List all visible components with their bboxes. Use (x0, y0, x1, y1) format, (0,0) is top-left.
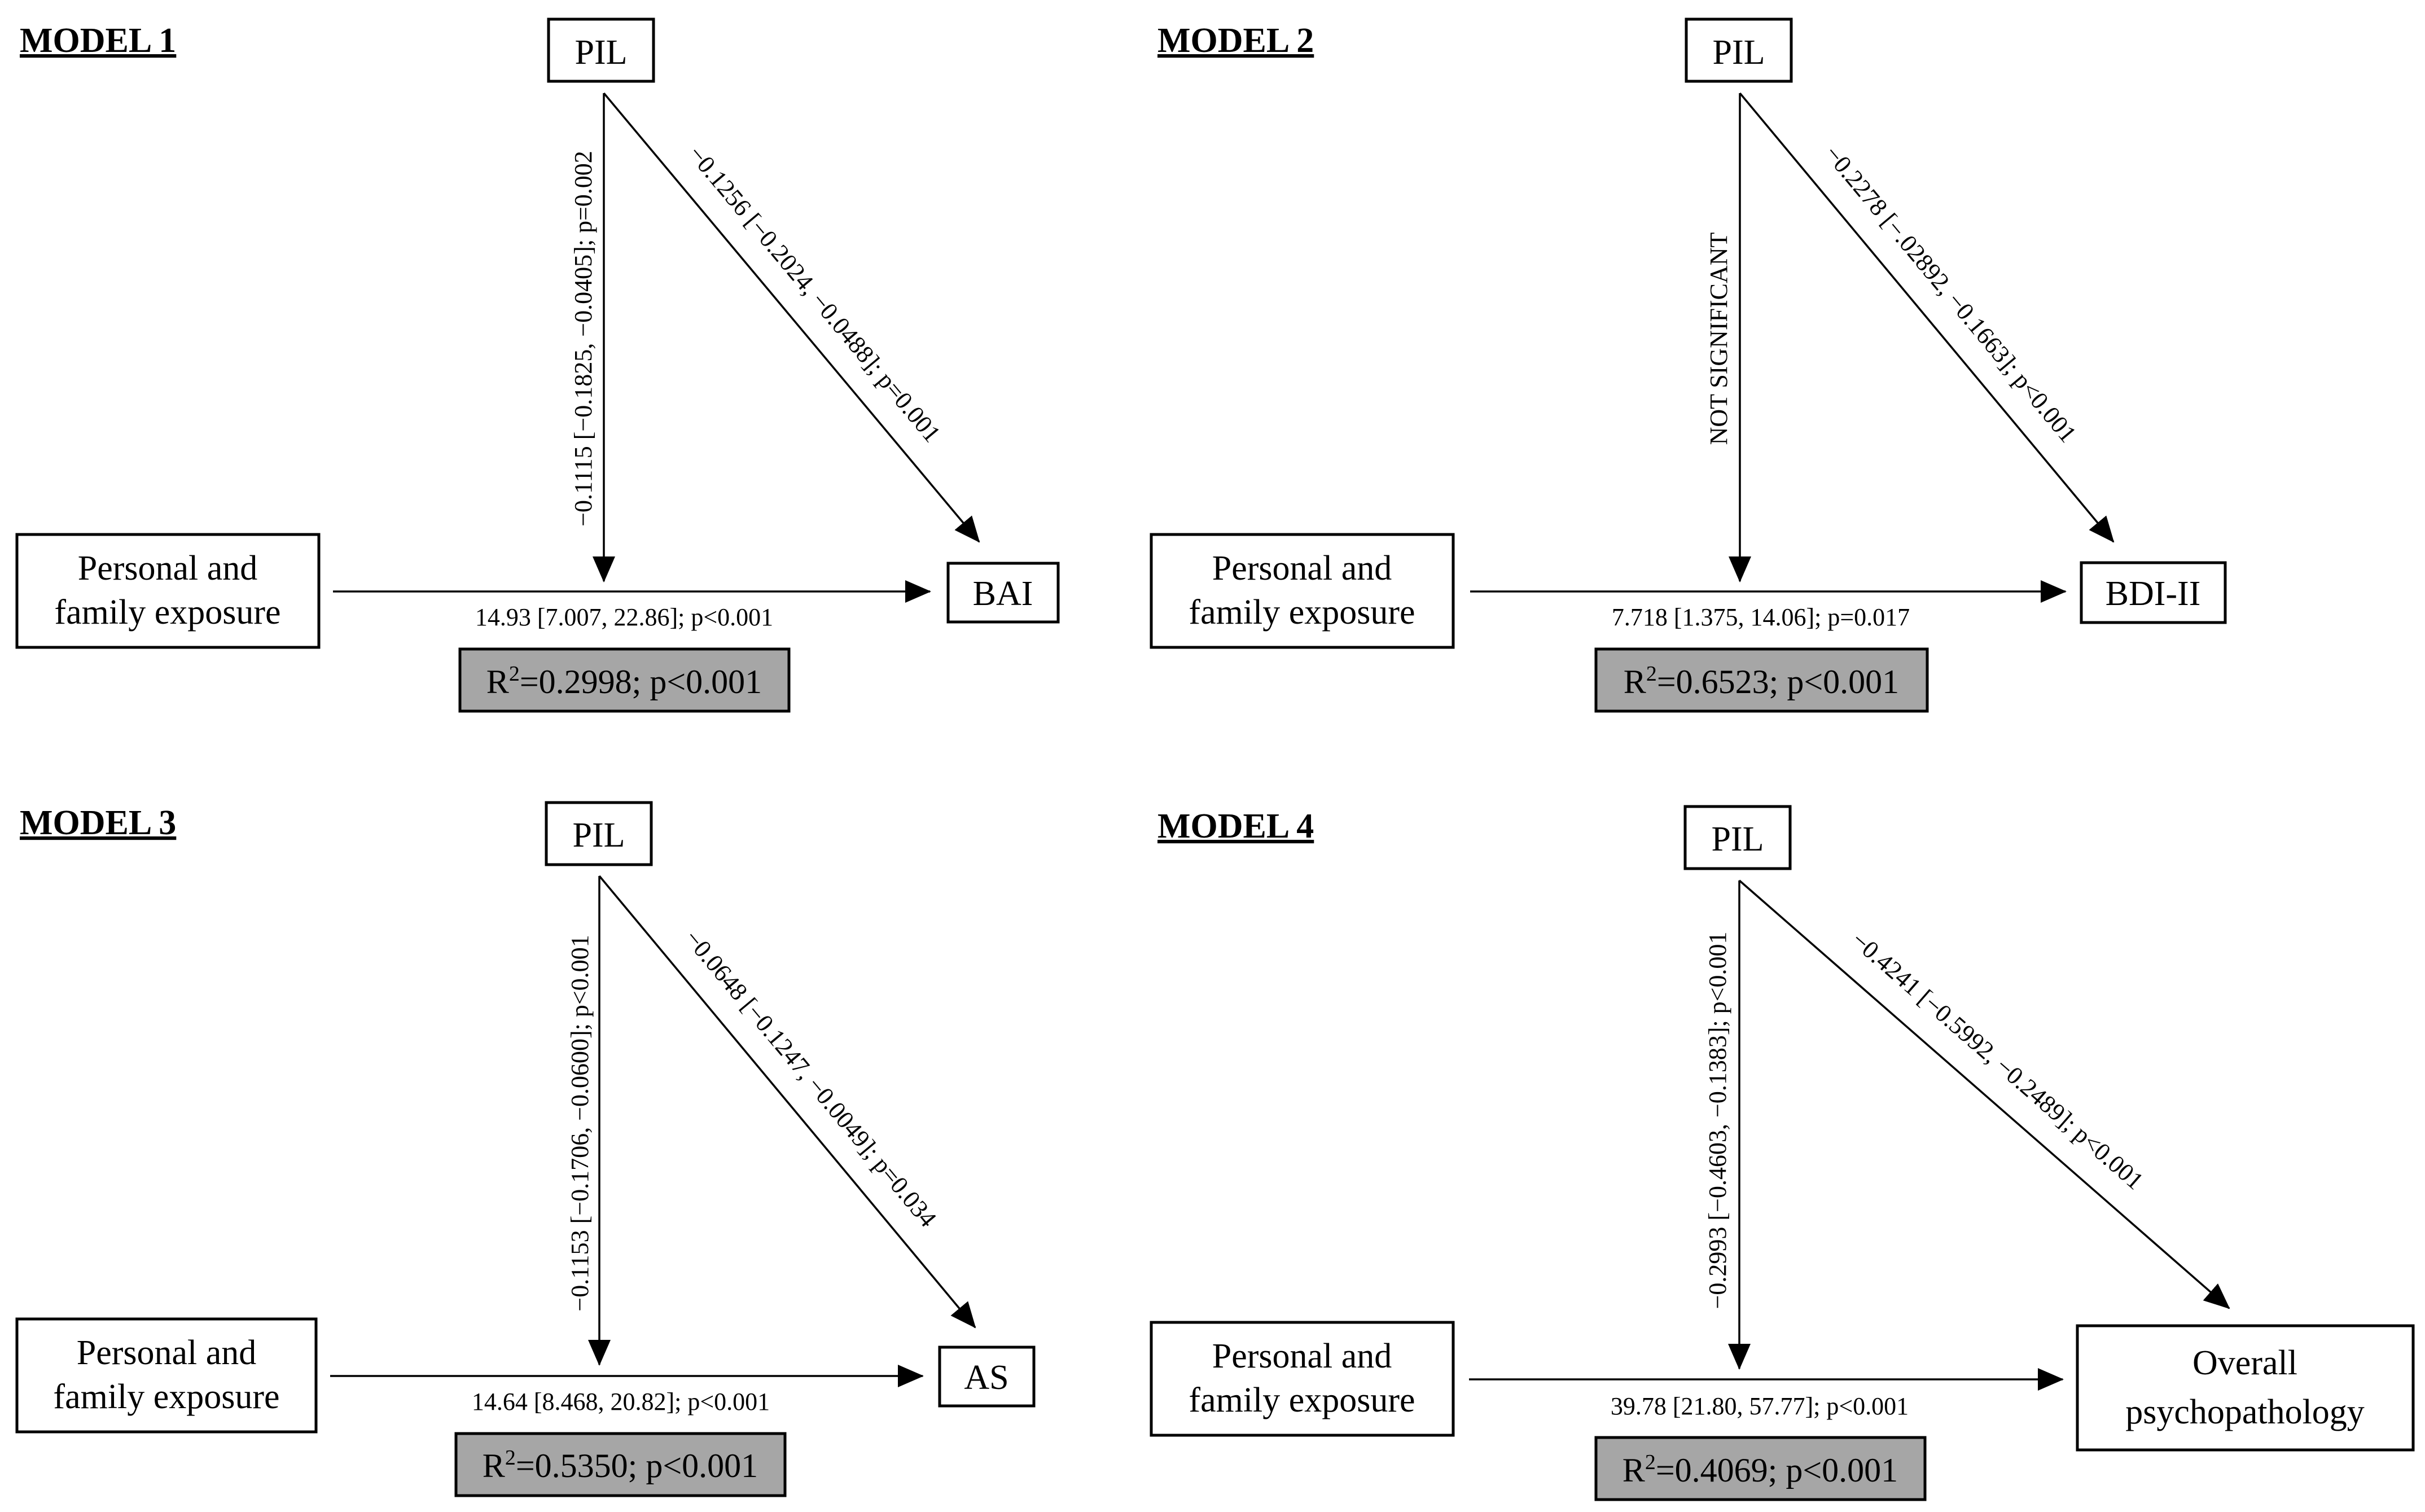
mediator-box (547, 17, 655, 83)
model-title: MODEL 2 (1157, 21, 1314, 60)
mediator-label: PIL (1712, 820, 1764, 858)
path-a-label: NOT SIGNIFICANT (1705, 232, 1733, 445)
outcome-label: AS (964, 1358, 1008, 1397)
model-2: MODEL 2 PIL Personal and family exposure… (1150, 17, 2227, 713)
mediator-label: PIL (575, 33, 628, 72)
predictor-box (15, 533, 321, 649)
outcome-label-line2: psychopathology (2125, 1393, 2365, 1431)
predictor-box (1150, 1321, 1455, 1437)
path-b-arrow (603, 92, 980, 543)
outcome-box (2080, 561, 2227, 624)
r2-box (458, 647, 791, 713)
predictor-label-line1: Personal and (1212, 549, 1392, 588)
path-a-label: −0.2993 [−0.4603, −0.1383]; p<0.001 (1704, 932, 1731, 1309)
path-c-label: 7.718 [1.375, 14.06]; p=0.017 (1612, 603, 1910, 631)
outcome-box (938, 1346, 1036, 1408)
path-c-label: 14.64 [8.468, 20.82]; p<0.001 (472, 1388, 770, 1415)
model-title: MODEL 3 (20, 804, 176, 842)
path-b-arrow (598, 875, 976, 1329)
mediator-box (1683, 805, 1792, 870)
r2-box (1594, 1436, 1927, 1501)
path-c-label: 14.93 [7.007, 22.86]; p<0.001 (475, 603, 773, 631)
r2-box (1594, 647, 1929, 713)
model-4: MODEL 4 PIL Personal and family exposure… (1150, 805, 2415, 1501)
mediator-box (1685, 17, 1793, 83)
outcome-label-line1: Overall (2192, 1344, 2297, 1382)
path-a-label: −0.1153 [−0.1706, −0.0600]; p<0.001 (566, 935, 594, 1311)
path-b-label: −0.0648 [−0.1247, −0.0049]; p=0.034 (679, 924, 942, 1232)
model-title: MODEL 1 (20, 21, 176, 60)
outcome-box (2076, 1324, 2415, 1452)
path-a-label: −0.1115 [−0.1825, −0.0405]; p=0.002 (569, 151, 597, 527)
model-1: MODEL 1 PIL Personal and family exposure… (15, 17, 1060, 713)
predictor-box (15, 1317, 318, 1434)
path-c-label: 39.78 [21.80, 57.77]; p<0.001 (1611, 1392, 1909, 1420)
model-title: MODEL 4 (1157, 807, 1314, 845)
outcome-label: BDI-II (2106, 575, 2201, 613)
predictor-label-line1: Personal and (77, 1334, 257, 1372)
path-b-arrow (1738, 879, 2230, 1309)
predictor-box (1150, 533, 1455, 649)
outcome-box (946, 562, 1060, 624)
predictor-label-line2: family exposure (54, 593, 280, 632)
path-b-label: −0.1256 [−0.2024, −0.0488]; p=0.001 (683, 140, 946, 448)
r2-label: R2=0.2998; p<0.001 (486, 662, 762, 700)
mediator-box (545, 801, 653, 866)
predictor-label-line1: Personal and (1212, 1337, 1392, 1375)
path-b-label: −0.2278 [−.02892, −0.1663]; p<0.001 (1819, 140, 2082, 448)
r2-label: R2=0.4069; p<0.001 (1622, 1450, 1898, 1489)
predictor-label-line2: family exposure (1189, 593, 1415, 632)
mediator-label: PIL (1713, 33, 1765, 72)
r2-label: R2=0.5350; p<0.001 (483, 1446, 758, 1484)
model-3: MODEL 3 PIL Personal and family exposure… (15, 801, 1036, 1497)
path-b-arrow (1739, 92, 2115, 543)
predictor-label-line2: family exposure (1189, 1381, 1415, 1419)
path-b-label: −0.4241 [−0.5992, −0.2489]; p<0.001 (1846, 926, 2148, 1195)
predictor-label-line2: family exposure (53, 1378, 279, 1416)
outcome-label: BAI (973, 575, 1033, 613)
mediator-label: PIL (573, 816, 625, 854)
predictor-label-line1: Personal and (78, 549, 258, 588)
r2-box (454, 1432, 787, 1497)
r2-label: R2=0.6523; p<0.001 (1624, 662, 1899, 700)
